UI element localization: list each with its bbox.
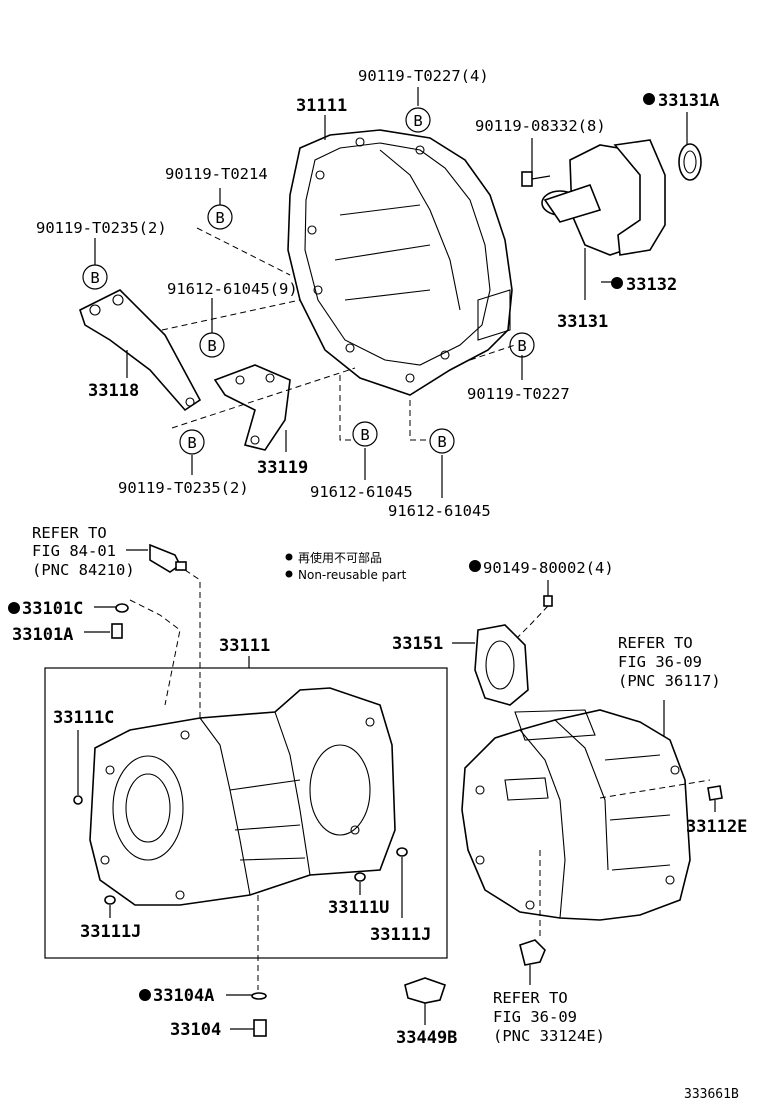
bracket-33119[interactable] [213,364,291,451]
svg-text:B: B [90,269,99,287]
label-33131: 33131 [557,312,608,332]
refer-fig84-line2: FIG 84-01 [32,542,116,560]
drain-plug-33104[interactable] [253,1019,267,1037]
oil-seal-33131A[interactable] [678,143,702,181]
label-33111C: 33111C [53,708,114,728]
plug-33112E[interactable] [707,785,723,812]
callout-b-3: B [82,264,108,290]
pin-33111J-a[interactable] [104,895,116,905]
clutch-housing-31111[interactable] [287,129,513,396]
bracket-33118[interactable] [79,289,202,412]
label-33111J-b: 33111J [370,925,431,945]
label-33118: 33118 [88,381,139,401]
label-90119-T0235-2-b: 90119-T0235(2) [118,479,249,497]
transfer-adapter-housing[interactable] [461,709,691,921]
pin-33111C[interactable] [73,795,83,805]
refer-fig36b-line3: (PNC 33124E) [493,1027,605,1045]
label-33131A: 33131A [658,91,719,111]
callout-b-5: B [509,332,535,358]
non-reusable-mark [139,989,151,1001]
label-90119-08332-8: 90119-08332(8) [475,117,606,135]
refer-fig84-line1: REFER TO [32,524,107,542]
transmission-case-33111[interactable] [89,687,396,906]
callout-b-4: B [199,332,225,358]
adapter-plate-33151[interactable] [474,624,529,706]
label-90119-T0235-2-a: 90119-T0235(2) [36,219,167,237]
gasket-33132[interactable] [613,139,666,256]
figure-id: 333661B [684,1087,739,1102]
non-reusable-mark [8,602,20,614]
refer-fig36a-line2: FIG 36-09 [618,653,702,671]
svg-text:B: B [187,434,196,452]
svg-text:B: B [360,426,369,444]
label-33111U: 33111U [328,898,389,918]
pin-33111J-b[interactable] [396,847,408,857]
plug-33101A[interactable] [111,623,123,639]
label-91612-61045-9: 91612-61045(9) [167,280,298,298]
bolt-90119-08332[interactable] [521,171,551,187]
label-90149-80002-4: 90149-80002(4) [483,559,614,577]
label-90119-T0227-4: 90119-T0227(4) [358,67,489,85]
svg-text:B: B [413,112,422,130]
callout-b-7: B [352,421,378,447]
legend-dot [285,570,293,578]
label-90119-T0214: 90119-T0214 [165,165,268,183]
callout-b-6: B [179,429,205,455]
gasket-33104A[interactable] [251,992,267,1000]
label-90119-T0227: 90119-T0227 [467,385,570,403]
svg-text:B: B [207,337,216,355]
bolt-90149[interactable] [543,595,553,607]
label-33112E: 33112E [686,817,747,837]
legend-jp: 再使用不可部品 [298,550,382,565]
non-reusable-mark [469,560,481,572]
label-33132: 33132 [626,275,677,295]
svg-text:B: B [437,433,446,451]
label-33151: 33151 [392,634,443,654]
svg-text:B: B [517,337,526,355]
svg-text:B: B [215,209,224,227]
label-91612-61045-b: 91612-61045 [388,502,491,520]
bracket-33449B[interactable] [404,977,447,1004]
label-33449B: 33449B [396,1028,457,1048]
non-reusable-mark [643,93,655,105]
refer-fig36a-line1: REFER TO [618,634,693,652]
label-33104A: 33104A [153,986,214,1006]
case-assembly-box [44,667,448,959]
legend-dot [285,553,293,561]
label-33101C: 33101C [22,599,83,619]
legend-en: Non-reusable part [298,568,407,582]
refer-fig36a-line3: (PNC 36117) [618,672,721,690]
connector-33124E[interactable] [519,939,546,966]
refer-fig36b-line2: FIG 36-09 [493,1008,577,1026]
refer-fig84-line3: (PNC 84210) [32,561,135,579]
callout-b-8: B [429,428,455,454]
pin-33111U[interactable] [354,872,366,882]
gasket-33101C[interactable] [115,603,129,613]
label-91612-61045-a: 91612-61045 [310,483,413,501]
refer-fig36b-line1: REFER TO [493,989,568,1007]
label-33111: 33111 [219,636,270,656]
callout-b-2: B [207,204,233,230]
label-33101A: 33101A [12,625,73,645]
label-33111J-a: 33111J [80,922,141,942]
callout-b-1: B [405,107,431,133]
label-31111: 31111 [296,96,347,116]
sensor-84210[interactable] [149,543,187,573]
label-33104: 33104 [170,1020,221,1040]
label-33119: 33119 [257,458,308,478]
non-reusable-mark [611,277,623,289]
